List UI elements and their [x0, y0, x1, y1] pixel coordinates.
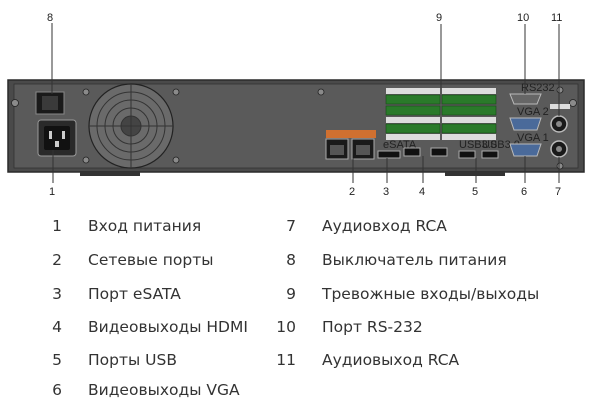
usb-port-label: USB3.0: [459, 139, 497, 151]
rca-label-strip: [550, 104, 570, 109]
usb-port: [481, 150, 499, 159]
callout-7: 7: [555, 186, 561, 198]
rear-panel-diagram: eSATA USB3.0 USB3.0 RS232 VGA 2 VGA 1: [7, 12, 585, 198]
callout-2: 2: [349, 186, 355, 198]
hdmi-port: [430, 147, 448, 157]
legend-label: Порт eSATA: [88, 285, 181, 303]
legend-label: Видеовыходы VGA: [88, 381, 240, 399]
screw: [172, 156, 180, 164]
callout-8: 8: [47, 12, 53, 24]
chassis-foot: [80, 172, 140, 176]
screw: [11, 99, 19, 107]
screw: [556, 162, 564, 170]
chassis-foot: [445, 172, 505, 176]
legend-number: 4: [52, 318, 62, 336]
legend-label: Аудиовход RCA: [322, 217, 447, 235]
fan-grille: [88, 83, 174, 169]
screw: [556, 86, 564, 94]
callout-9: 9: [436, 12, 442, 24]
power-switch-rocker: [42, 96, 58, 110]
screw: [82, 156, 90, 164]
legend-label: Выключатель питания: [322, 251, 507, 269]
legend-number: 11: [276, 351, 296, 369]
callout-3: 3: [383, 186, 389, 198]
legend-number: 10: [276, 318, 296, 336]
legend-number: 9: [286, 285, 296, 303]
callout-1: 1: [49, 186, 55, 198]
legend-label: Сетевые порты: [88, 251, 214, 269]
legend-number: 3: [52, 285, 62, 303]
hdmi-port: [403, 147, 421, 157]
vga1-port-label: VGA 1: [517, 132, 549, 144]
network-label-strip: [326, 130, 376, 138]
legend-number: 1: [52, 217, 62, 235]
vga-port: [509, 117, 542, 131]
rs232-port: [509, 93, 542, 105]
esata-port: [377, 150, 401, 159]
screw: [569, 99, 577, 107]
screw: [317, 88, 325, 96]
callout-5: 5: [472, 186, 478, 198]
legend-number: 7: [286, 217, 296, 235]
screw: [82, 88, 90, 96]
legend-label: Вход питания: [88, 217, 202, 235]
legend: 1 Вход питания 2 Сетевые порты 3 Порт eS…: [0, 205, 600, 405]
legend-label: Тревожные входы/выходы: [322, 285, 540, 303]
screw: [172, 88, 180, 96]
legend-number: 2: [52, 251, 62, 269]
legend-label: Видеовыходы HDMI: [88, 318, 248, 336]
legend-label: Порты USB: [88, 351, 177, 369]
callout-10: 10: [517, 12, 529, 24]
usb-port-label: USB3.0: [482, 139, 520, 151]
vga2-port-label: VGA 2: [517, 106, 549, 118]
legend-label: Аудиовыход RCA: [322, 351, 460, 369]
usb-port: [458, 150, 476, 159]
vga-port: [509, 143, 542, 157]
callout-6: 6: [521, 186, 527, 198]
callout-4: 4: [419, 186, 425, 198]
legend-number: 5: [52, 351, 62, 369]
legend-label: Порт RS-232: [322, 318, 423, 336]
legend-number: 8: [286, 251, 296, 269]
rs232-port-label: RS232: [521, 82, 555, 94]
alarm-terminal-blocks: [385, 88, 497, 140]
callout-11: 11: [551, 12, 562, 24]
legend-number: 6: [52, 381, 62, 399]
